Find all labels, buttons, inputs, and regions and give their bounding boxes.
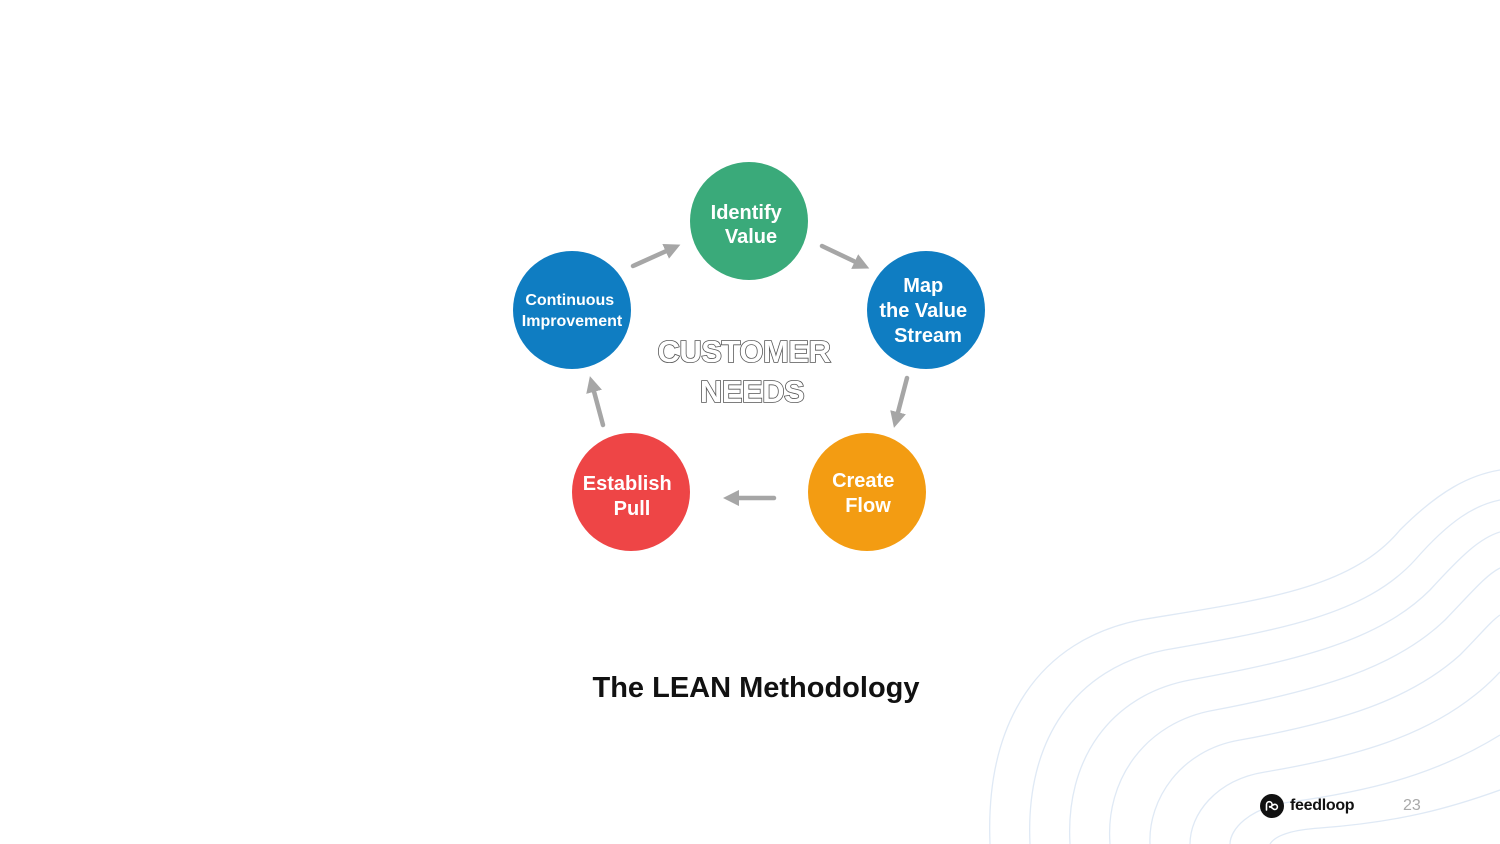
center-label-line-1: CUSTOMER	[658, 334, 831, 369]
node-map-value-stream-line-2: the Value	[879, 300, 967, 322]
node-map-value-stream-line-3: Stream	[894, 325, 962, 347]
node-identify-value: Identify Value	[690, 162, 808, 280]
arrow-continuous-to-identify	[630, 243, 681, 269]
node-create-flow-line-1: Create	[832, 470, 894, 492]
arrow-map-to-create	[890, 375, 910, 428]
svg-text:Continuous Improvement: Continuous Improvement	[522, 292, 623, 330]
slide-caption: The LEAN Methodology	[592, 672, 920, 704]
arrow-establish-to-continuous	[586, 376, 606, 428]
center-label: CUSTOMER NEEDS	[658, 334, 839, 409]
node-map-value-stream-line-1: Map	[903, 275, 943, 297]
svg-text:Create Flow: Create Flow	[832, 470, 900, 517]
arrow-identify-to-map	[819, 243, 870, 269]
brand-logo: feedloop	[1260, 794, 1355, 818]
node-create-flow: Create Flow	[808, 433, 926, 551]
node-map-value-stream: Map the Value Stream	[867, 251, 985, 369]
node-establish-pull-line-1: Establish	[583, 473, 672, 495]
svg-text:Establish Pull: Establish Pull	[583, 473, 677, 520]
center-label-line-2: NEEDS	[700, 374, 804, 409]
svg-text:Map the Value Stre: Map the Value Stream	[879, 275, 972, 347]
node-establish-pull: Establish Pull	[572, 433, 690, 551]
node-identify-value-circle	[690, 162, 808, 280]
node-continuous-improvement: Continuous Improvement	[513, 251, 631, 369]
node-establish-pull-circle	[572, 433, 690, 551]
node-create-flow-circle	[808, 433, 926, 551]
node-continuous-improvement-line-1: Continuous	[525, 292, 614, 309]
feedloop-logo-icon	[1260, 794, 1284, 818]
node-continuous-improvement-line-2: Improvement	[522, 313, 623, 330]
node-continuous-improvement-circle	[513, 251, 631, 369]
page-number: 23	[1403, 797, 1421, 814]
node-establish-pull-line-2: Pull	[614, 498, 651, 520]
brand-name: feedloop	[1290, 797, 1355, 814]
node-map-value-stream-circle	[867, 251, 985, 369]
svg-text:Identify Value: Identify Value	[711, 202, 788, 248]
node-identify-value-line-1: Identify	[711, 202, 783, 224]
node-identify-value-line-2: Value	[725, 226, 777, 248]
node-create-flow-line-2: Flow	[845, 495, 891, 517]
